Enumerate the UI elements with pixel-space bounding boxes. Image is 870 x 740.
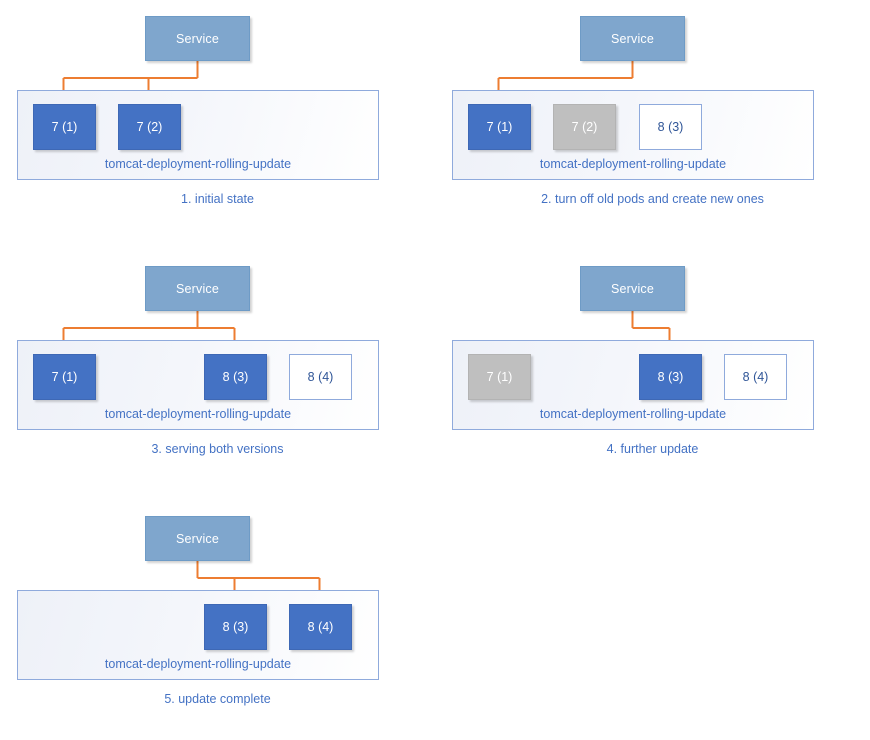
pod-label: 8 (4) xyxy=(307,370,334,384)
deployment-name-label: tomcat-deployment-rolling-update xyxy=(104,157,292,171)
deployment-container: 7 (1) 7 (2) tomcat-deployment-rolling-upda… xyxy=(17,90,379,180)
service-label: Service xyxy=(175,531,220,546)
pod-label: 7 (2) xyxy=(571,120,598,134)
step-caption: 3. serving both versions xyxy=(151,442,284,456)
deployment-name-label: tomcat-deployment-rolling-update xyxy=(539,407,727,421)
step-caption: 4. further update xyxy=(606,442,699,456)
service-box: Service xyxy=(580,16,685,61)
step-caption: 2. turn off old pods and create new ones xyxy=(541,192,764,206)
panel-5: 8 (3) 8 (4) tomcat-deployment-rolling-upda… xyxy=(0,500,435,740)
pod-box: 8 (4) xyxy=(289,604,352,650)
deployment-container: 7 (1) 8 (3) 8 (4) tomcat-deployment-rolling… xyxy=(452,340,814,430)
service-box: Service xyxy=(145,516,250,561)
pod-label: 7 (1) xyxy=(51,120,78,134)
service-label: Service xyxy=(610,281,655,296)
panel-2: 7 (1) 7 (2) 8 (3) tomcat-deployment-rolling… xyxy=(435,0,870,240)
service-box: Service xyxy=(145,16,250,61)
deployment-name-label: tomcat-deployment-rolling-update xyxy=(539,157,727,171)
deployment-container: 7 (1) 8 (3) 8 (4) tomcat-deployment-rolling… xyxy=(17,340,379,430)
deployment-name-label: tomcat-deployment-rolling-update xyxy=(104,407,292,421)
panel-3: 7 (1) 8 (3) 8 (4) tomcat-deployment-rolling… xyxy=(0,250,435,490)
pod-label: 8 (3) xyxy=(657,370,684,384)
service-box: Service xyxy=(145,266,250,311)
pod-label: 7 (1) xyxy=(486,120,513,134)
deployment-name-label: tomcat-deployment-rolling-update xyxy=(104,657,292,671)
deployment-container: 8 (3) 8 (4) tomcat-deployment-rolling-upda… xyxy=(17,590,379,680)
service-box: Service xyxy=(580,266,685,311)
pod-box: 8 (3) xyxy=(204,354,267,400)
pod-label: 8 (3) xyxy=(222,620,249,634)
pod-box: 8 (4) xyxy=(289,354,352,400)
pod-box: 7 (1) xyxy=(468,104,531,150)
pod-label: 7 (1) xyxy=(51,370,78,384)
pod-box: 8 (3) xyxy=(639,104,702,150)
pod-label: 7 (1) xyxy=(486,370,513,384)
pod-label: 7 (2) xyxy=(136,120,163,134)
panel-1: 7 (1) 7 (2) tomcat-deployment-rolling-upda… xyxy=(0,0,435,240)
pod-label: 8 (4) xyxy=(307,620,334,634)
pod-box: 7 (1) xyxy=(33,104,96,150)
step-caption: 5. update complete xyxy=(164,692,271,706)
pod-label: 8 (3) xyxy=(222,370,249,384)
service-label: Service xyxy=(175,31,220,46)
deployment-container: 7 (1) 7 (2) 8 (3) tomcat-deployment-rolling… xyxy=(452,90,814,180)
step-caption: 1. initial state xyxy=(181,192,254,206)
pod-box: 7 (1) xyxy=(33,354,96,400)
pod-box: 8 (3) xyxy=(639,354,702,400)
pod-box: 7 (2) xyxy=(553,104,616,150)
pod-box: 8 (4) xyxy=(724,354,787,400)
pod-box: 7 (1) xyxy=(468,354,531,400)
service-label: Service xyxy=(175,281,220,296)
pod-label: 8 (4) xyxy=(742,370,769,384)
rolling-update-diagram: 7 (1) 7 (2) tomcat-deployment-rolling-upda… xyxy=(0,0,870,706)
pod-label: 8 (3) xyxy=(657,120,684,134)
panel-4: 7 (1) 8 (3) 8 (4) tomcat-deployment-rolling… xyxy=(435,250,870,490)
service-label: Service xyxy=(610,31,655,46)
pod-box: 7 (2) xyxy=(118,104,181,150)
pod-box: 8 (3) xyxy=(204,604,267,650)
